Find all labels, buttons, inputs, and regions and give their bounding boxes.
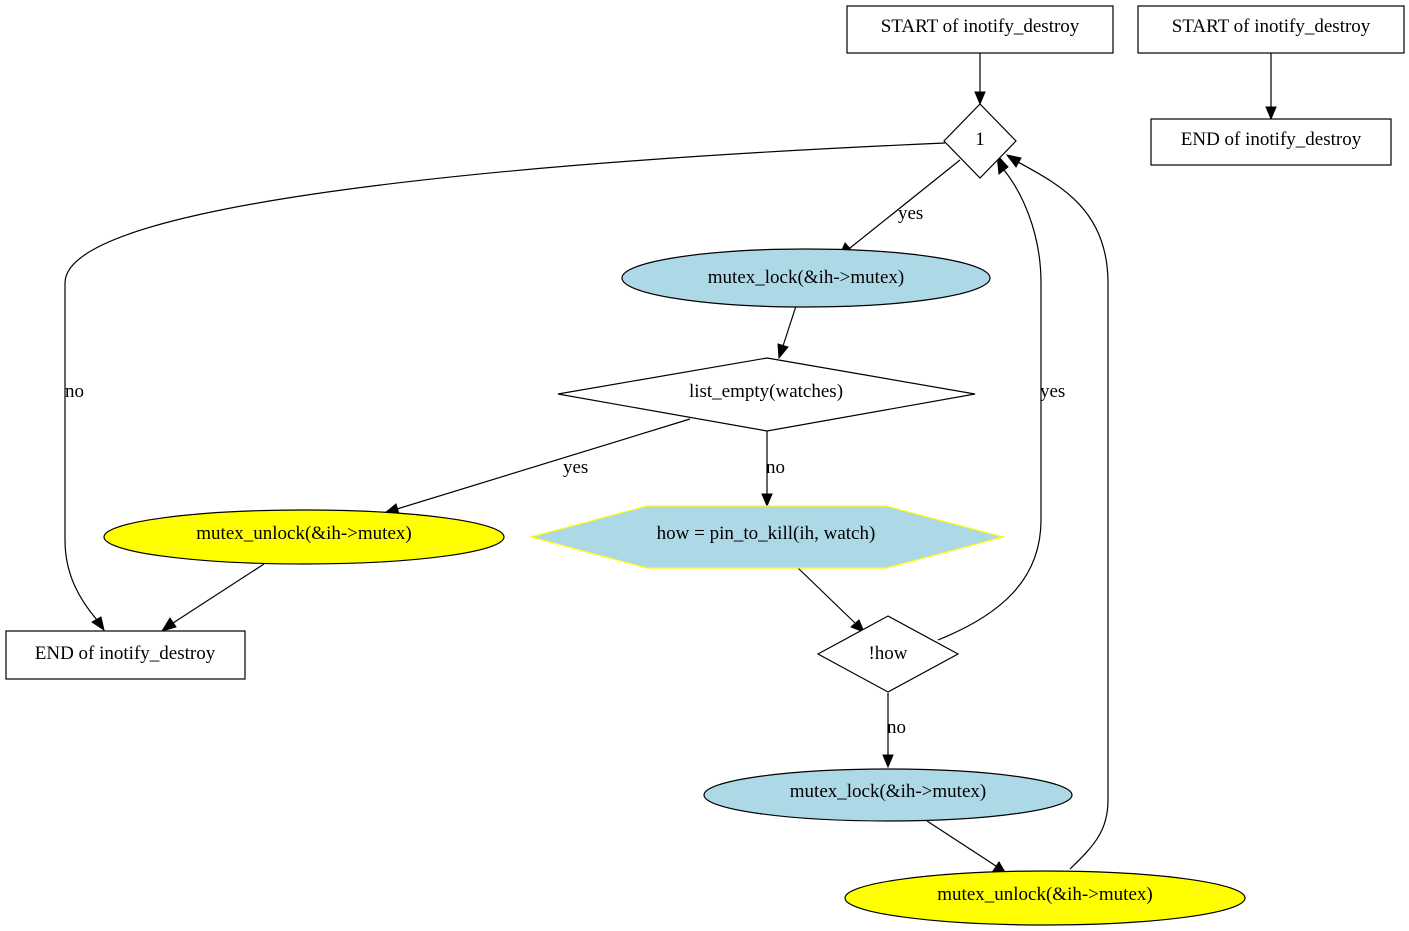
edge-label-loop-yes: yes <box>898 203 923 224</box>
edge-start-to-loop <box>974 53 986 106</box>
node-unlock-exit: mutex_unlock(&ih->mutex) <box>103 509 505 565</box>
node-end-side: END of inotify_destroy <box>1150 118 1392 166</box>
node-start-main: START of inotify_destroy <box>846 5 1114 54</box>
edge-how-yes: yes <box>937 153 1065 641</box>
edge-lock-to-unlock <box>926 820 1008 875</box>
node-label-pin-kill: how = pin_to_kill(ih, watch) <box>657 523 876 544</box>
node-shape-unlock-loop <box>844 870 1246 926</box>
node-cond-how: !how <box>816 615 960 693</box>
edge-lock-to-empty <box>777 305 797 360</box>
node-label-lock-second: mutex_lock(&ih->mutex) <box>790 781 986 802</box>
node-lock-first: mutex_lock(&ih->mutex) <box>621 248 991 308</box>
node-shape-lock-second <box>703 768 1073 822</box>
edge-unlock-to-loop <box>1005 154 1109 870</box>
node-label-start-main: START of inotify_destroy <box>881 16 1080 37</box>
node-lock-second: mutex_lock(&ih->mutex) <box>703 768 1073 822</box>
node-unlock-loop: mutex_unlock(&ih->mutex) <box>844 870 1246 926</box>
node-shape-lock-first <box>621 248 991 308</box>
edge-unlock-to-end <box>160 563 265 632</box>
edge-start-side-to-end-side <box>1265 53 1277 121</box>
edge-how-no: no <box>882 693 906 769</box>
node-cond-loop: 1 <box>943 103 1017 179</box>
node-pin-kill: how = pin_to_kill(ih, watch) <box>528 505 1006 569</box>
node-label-cond-loop: 1 <box>975 129 985 150</box>
edge-label-how-no: no <box>887 717 906 738</box>
edge-label-how-yes: yes <box>1040 381 1065 402</box>
node-start-side: START of inotify_destroy <box>1137 5 1405 54</box>
edge-empty-yes: yes <box>383 418 691 515</box>
edge-loop-yes: yes <box>838 159 961 258</box>
edge-label-empty-no: no <box>766 457 785 478</box>
edge-label-empty-yes: yes <box>563 457 588 478</box>
node-shape-unlock-exit <box>103 509 505 565</box>
node-label-unlock-exit: mutex_unlock(&ih->mutex) <box>196 523 411 544</box>
node-label-cond-empty: list_empty(watches) <box>689 381 843 402</box>
node-label-cond-how: !how <box>868 643 907 664</box>
edge-label-loop-no: no <box>65 381 84 402</box>
node-label-end-main: END of inotify_destroy <box>35 643 216 664</box>
node-shape-pin-kill <box>528 505 1006 569</box>
node-cond-empty: list_empty(watches) <box>557 357 976 432</box>
edge-pin-to-how <box>797 567 865 633</box>
edge-loop-no: no <box>64 142 946 632</box>
edge-empty-no: no <box>761 431 785 508</box>
node-label-unlock-loop: mutex_unlock(&ih->mutex) <box>937 884 1152 905</box>
node-label-lock-first: mutex_lock(&ih->mutex) <box>708 267 904 288</box>
node-end-main: END of inotify_destroy <box>5 630 246 680</box>
node-label-start-side: START of inotify_destroy <box>1172 16 1371 37</box>
node-label-end-side: END of inotify_destroy <box>1181 129 1362 150</box>
